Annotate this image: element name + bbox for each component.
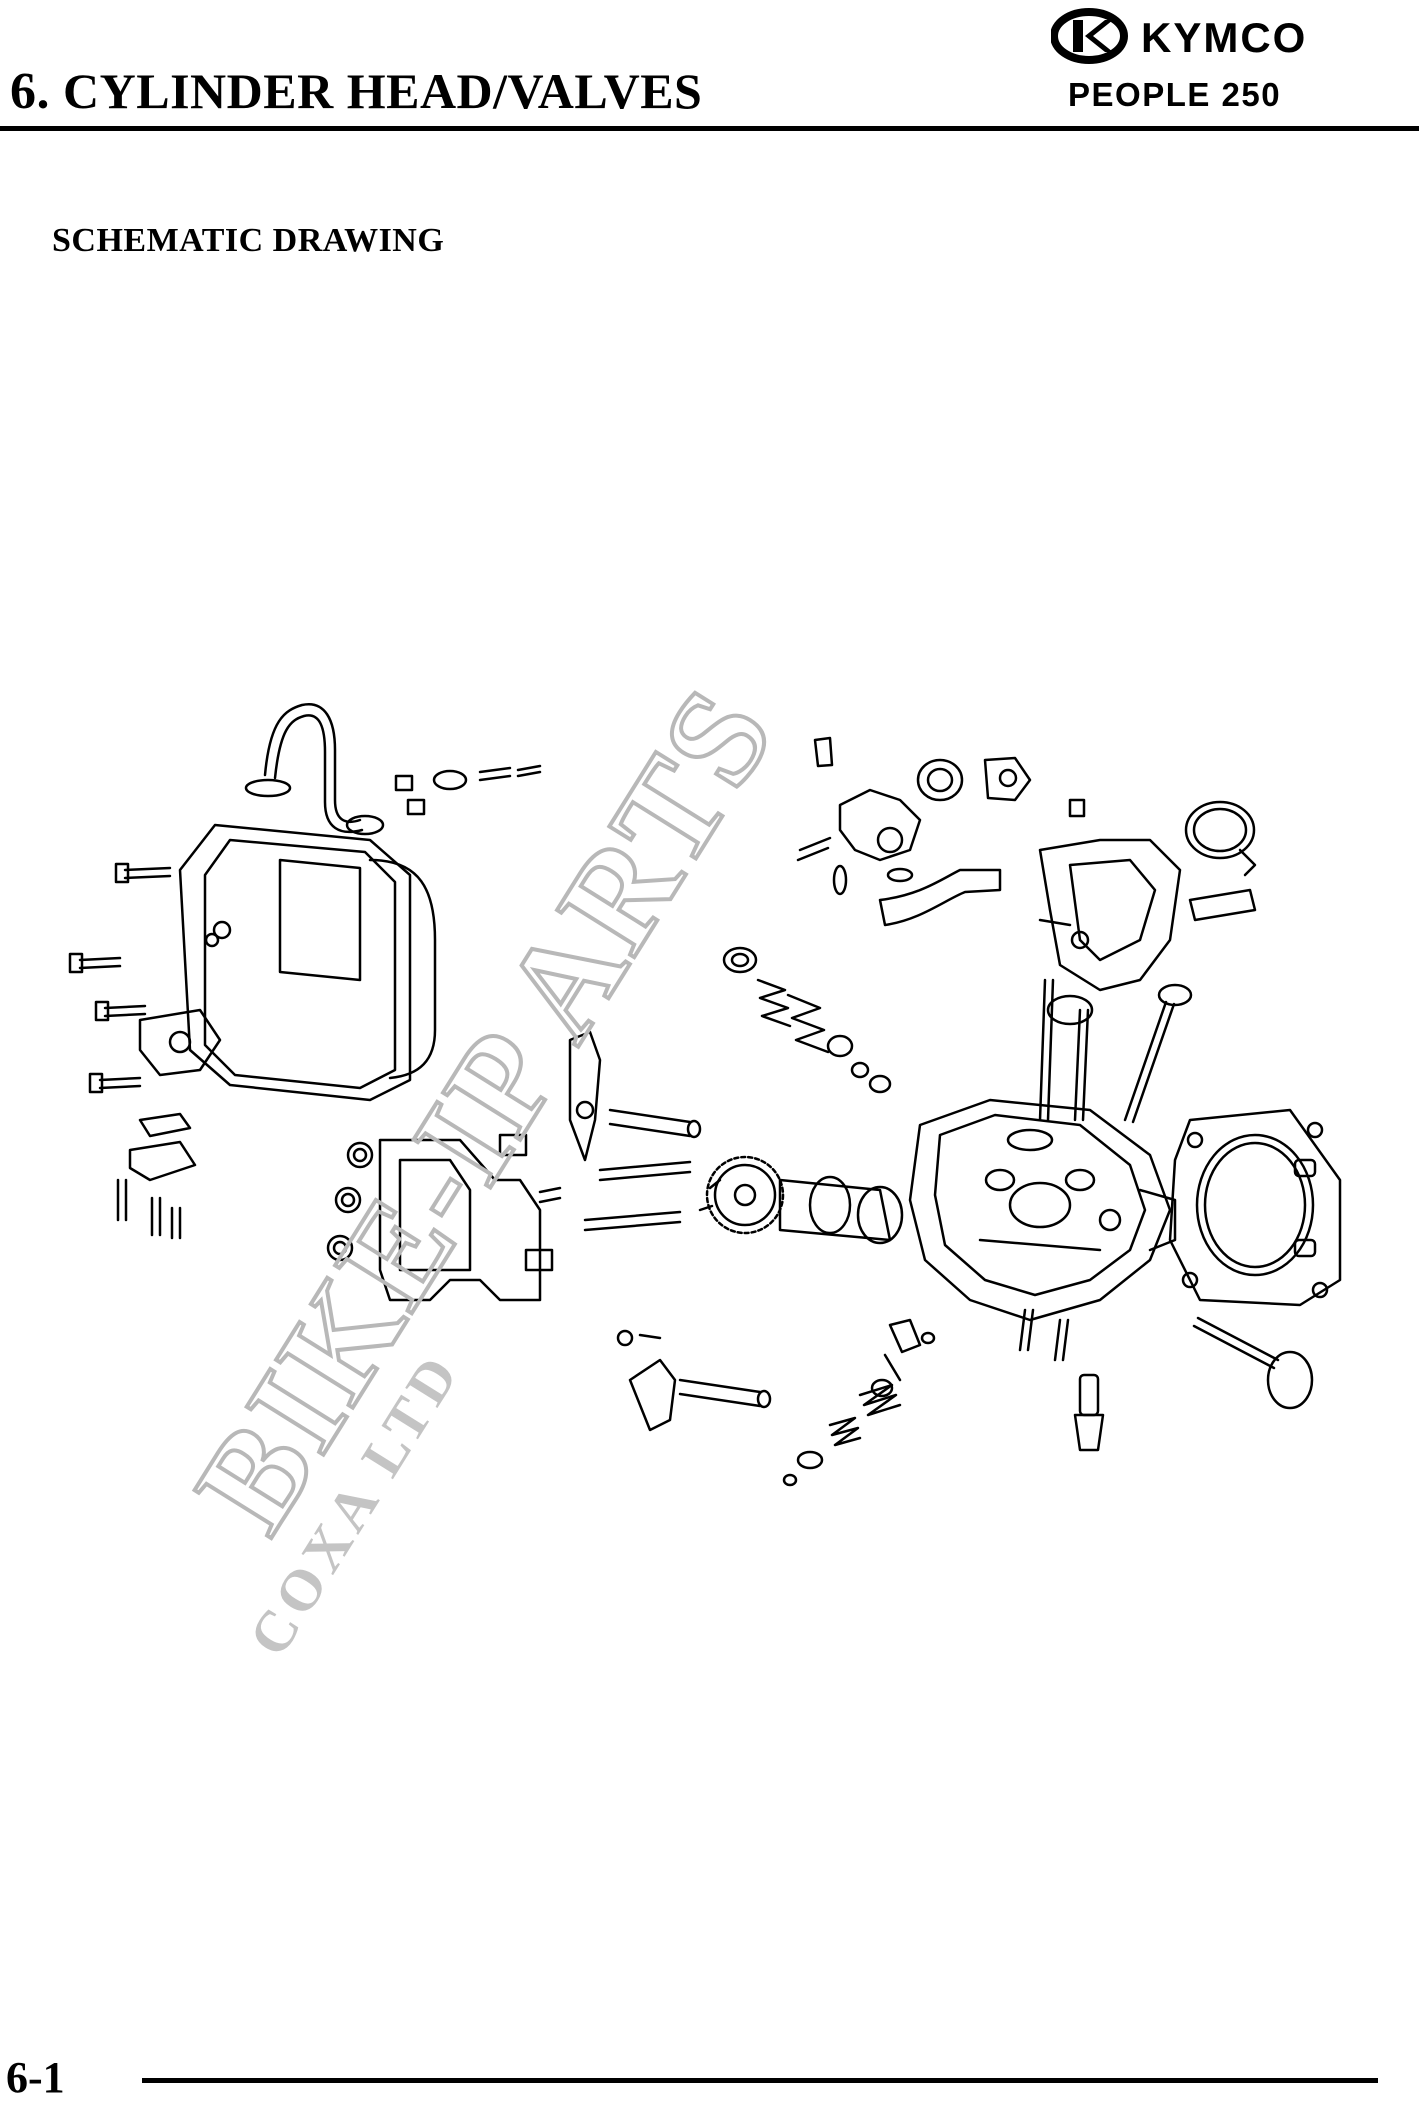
- camshaft: [698, 1155, 904, 1245]
- footer-rule: [142, 2078, 1378, 2083]
- cylinder-head: [908, 1098, 1177, 1322]
- exhaust-valve: [1192, 1316, 1314, 1410]
- dowel-pins: [1293, 1158, 1317, 1258]
- camshaft-holder: [326, 1133, 554, 1302]
- schematic-drawing: [68, 702, 1342, 1487]
- intake-manifold: [1038, 798, 1257, 1026]
- pipe-bolts: [394, 764, 542, 816]
- model-name: PEOPLE 250: [1068, 76, 1282, 113]
- thermostat-housing: [796, 736, 1032, 927]
- lower-valve-springs: [782, 1318, 936, 1487]
- chapter-number: 6.: [10, 63, 50, 120]
- brand-name: KYMCO: [1141, 14, 1307, 61]
- upper-valve-springs: [722, 946, 892, 1094]
- rocker-arms: [538, 1030, 772, 1432]
- chapter-title-text: CYLINDER HEAD/VALVES: [63, 63, 703, 119]
- bottom-studs: [1018, 1308, 1070, 1362]
- oil-pipe: [244, 702, 385, 836]
- tensioner-parts: [116, 1112, 197, 1240]
- header-rule: [0, 126, 1419, 131]
- page-number: 6-1: [6, 2053, 65, 2102]
- kymco-logo: KYMCO: [1051, 8, 1307, 64]
- cover-bolts: [68, 862, 172, 1094]
- chapter-title: 6. CYLINDER HEAD/VALVES: [10, 62, 702, 121]
- cylinder-head-cover: [138, 823, 437, 1102]
- studs-and-intake-valve: [1038, 978, 1193, 1124]
- spark-plug: [1073, 1373, 1105, 1452]
- head-gasket: [1168, 1108, 1342, 1307]
- section-title: SCHEMATIC DRAWING: [52, 222, 445, 259]
